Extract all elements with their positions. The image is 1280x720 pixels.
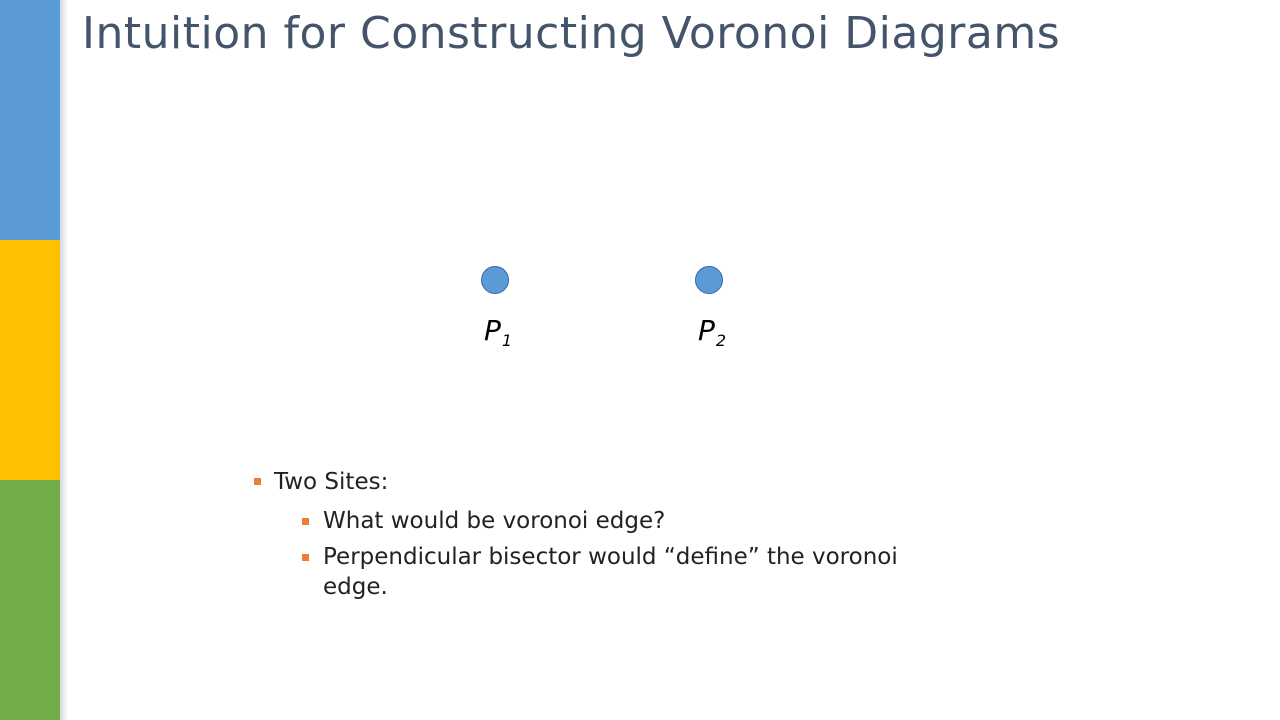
- bullet-list: Two Sites: What would be voronoi edge? P…: [250, 466, 950, 602]
- side-color-bar: [0, 0, 60, 720]
- bullet-heading: Two Sites:: [250, 466, 950, 498]
- stripe-shadow: [60, 0, 68, 720]
- site-label-p1-letter: P: [484, 314, 501, 347]
- bullet-item-text: Perpendicular bisector would “define” th…: [323, 544, 898, 600]
- site-label-p1-subscript: 1: [501, 331, 513, 350]
- bullet-item: Perpendicular bisector would “define” th…: [250, 542, 950, 602]
- site-label-p2: P2: [698, 314, 726, 350]
- site-label-p2-letter: P: [698, 314, 715, 347]
- stripe-green: [0, 480, 60, 720]
- site-label-p2-subscript: 2: [715, 331, 727, 350]
- stripe-yellow: [0, 240, 60, 480]
- bullet-heading-text: Two Sites:: [274, 469, 389, 495]
- square-bullet-icon: [302, 554, 309, 561]
- bullet-item-text: What would be voronoi edge?: [323, 508, 666, 534]
- square-bullet-icon: [254, 478, 261, 485]
- site-point-p1: [481, 266, 509, 294]
- bullet-item: What would be voronoi edge?: [250, 506, 950, 536]
- site-point-p2: [695, 266, 723, 294]
- slide-title: Intuition for Constructing Voronoi Diagr…: [82, 8, 1061, 59]
- square-bullet-icon: [302, 518, 309, 525]
- site-label-p1: P1: [484, 314, 512, 350]
- stripe-blue: [0, 0, 60, 240]
